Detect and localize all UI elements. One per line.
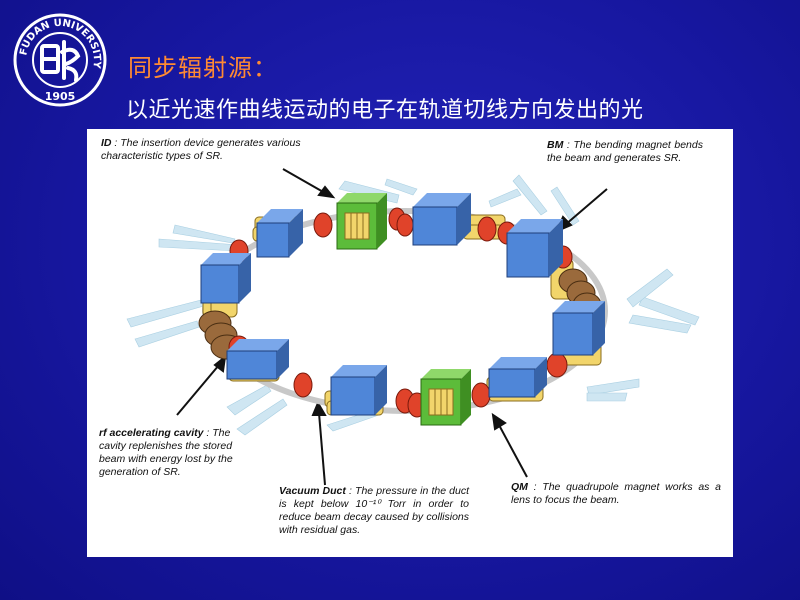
insertion-devices — [336, 193, 471, 426]
caption-vacuum-duct: Vacuum Duct : The pressure in the duct i… — [279, 485, 469, 536]
caption-quadrupole-magnet: QM : The quadrupole magnet works as a le… — [511, 481, 721, 506]
slide-subtitle: 以近光速作曲线运动的电子在轨道切线方向发出的光 — [126, 98, 644, 123]
bending-magnets — [200, 193, 605, 416]
ring-illustration — [126, 168, 700, 486]
caption-rf-cavity: rf accelerating cavity : The cavity repl… — [99, 427, 233, 478]
logo-year: 1905 — [45, 90, 76, 103]
logo-emblem — [40, 40, 81, 82]
university-logo: FUDAN UNIVERSITY 1905 — [13, 13, 107, 107]
caption-insertion-device: ID : The insertion device generates vari… — [101, 137, 301, 162]
storage-ring-diagram: ID : The insertion device generates vari… — [87, 129, 733, 557]
caption-bending-magnet: BM : The bending magnet bends the beam a… — [547, 139, 703, 164]
slide-title: 同步辐射源： — [128, 54, 278, 82]
